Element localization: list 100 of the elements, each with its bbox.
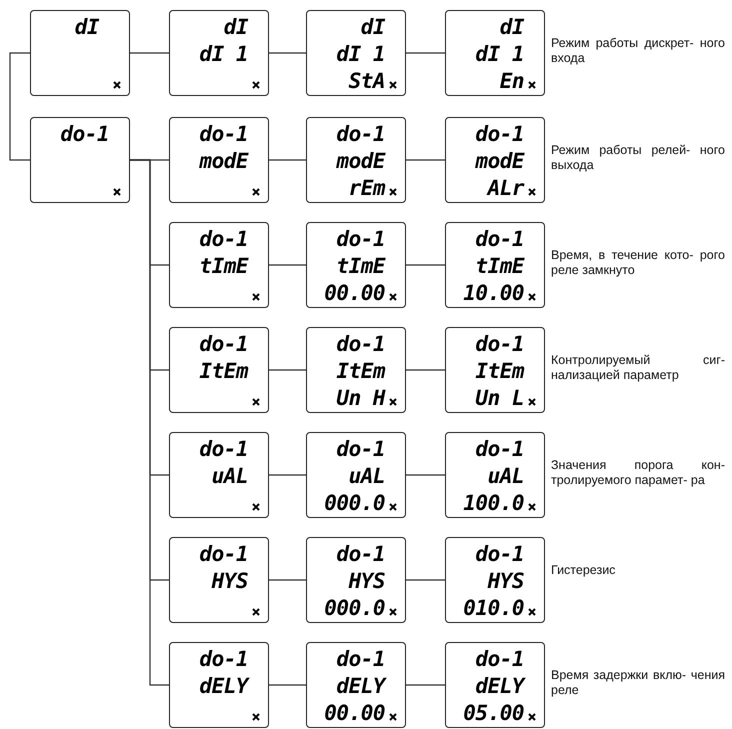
display-readout: tImE	[199, 254, 248, 278]
connector-line	[269, 579, 306, 581]
display-readout: do-1	[475, 332, 524, 356]
display-readout: tImE	[475, 254, 524, 278]
display-screen	[306, 222, 406, 308]
display-readout: do-1	[475, 437, 524, 461]
display-screen	[306, 537, 406, 623]
display-readout: ItEm	[475, 359, 524, 383]
display-readout: do-1	[475, 647, 524, 671]
display-readout: do-1	[475, 542, 524, 566]
display-readout: dI	[74, 15, 99, 39]
display-screen	[445, 10, 545, 96]
display-readout: do-1	[475, 227, 524, 251]
display-readout: dI 1	[475, 42, 524, 66]
display-readout: do-1	[336, 332, 385, 356]
connector-line	[406, 474, 445, 476]
display-readout: dI 1	[336, 42, 385, 66]
display-screen	[306, 327, 406, 413]
display-screen	[169, 432, 269, 518]
display-readout: tImE	[336, 254, 385, 278]
description-text: Режим работы дискрет- ного входа	[551, 36, 725, 66]
display-screen	[30, 10, 130, 96]
display-screen	[306, 432, 406, 518]
display-readout: 00.00	[324, 701, 385, 725]
description-text: Гистерезис	[551, 563, 616, 578]
display-readout: 100.0	[463, 491, 524, 515]
display-readout: 10.00	[463, 281, 524, 305]
display-screen	[169, 537, 269, 623]
display-readout: ItEm	[199, 359, 248, 383]
display-readout: uAL	[348, 464, 385, 488]
connector-line	[406, 159, 445, 161]
display-screen	[169, 10, 269, 96]
display-readout: do-1	[199, 647, 248, 671]
display-readout: Un L	[475, 386, 524, 410]
description-text: Время, в течение кото- рого реле замкнуто	[551, 248, 725, 278]
display-readout: ItEm	[336, 359, 385, 383]
connector-line	[406, 579, 445, 581]
display-readout: 000.0	[324, 491, 385, 515]
connector-line	[269, 684, 306, 686]
display-readout: dI	[360, 15, 385, 39]
display-screen	[306, 10, 406, 96]
connector-line	[406, 369, 445, 371]
description-text: Контролируемый сиг- нализацией параметр	[551, 353, 725, 383]
display-readout: dELY	[336, 674, 385, 698]
connector-line	[269, 264, 306, 266]
display-readout: do-1	[336, 542, 385, 566]
display-readout: do-1	[199, 122, 248, 146]
display-readout: dI	[224, 15, 248, 39]
description-text: Время задержки вклю- чения реле	[551, 668, 725, 698]
display-screen	[445, 432, 545, 518]
display-readout: Un H	[336, 386, 385, 410]
display-screen	[445, 537, 545, 623]
display-readout: HYS	[348, 569, 385, 593]
display-readout: do-1	[336, 227, 385, 251]
display-readout: do-1	[199, 332, 248, 356]
display-readout: 010.0	[463, 596, 524, 620]
display-readout: 00.00	[324, 281, 385, 305]
display-readout: modE	[336, 149, 385, 173]
display-readout: do-1	[199, 437, 248, 461]
display-readout: En	[500, 69, 524, 93]
connector-line	[9, 52, 30, 161]
display-readout: HYS	[212, 569, 248, 593]
display-readout: uAL	[488, 464, 524, 488]
connector-line	[269, 474, 306, 476]
connector-line	[406, 264, 445, 266]
display-readout: StA	[348, 69, 385, 93]
display-readout: dELY	[199, 674, 248, 698]
display-screen	[169, 222, 269, 308]
connector-line	[269, 159, 306, 161]
connector-line	[406, 52, 445, 54]
connector-line	[269, 369, 306, 371]
display-screen	[169, 117, 269, 203]
display-readout: dI 1	[199, 42, 248, 66]
connector-line	[269, 52, 306, 54]
display-screen	[445, 327, 545, 413]
display-screen	[169, 327, 269, 413]
display-screen	[445, 222, 545, 308]
display-screen	[445, 117, 545, 203]
display-readout: do-1	[60, 122, 109, 146]
display-screen	[169, 642, 269, 728]
display-readout: do-1	[199, 227, 248, 251]
display-readout: ALr	[488, 176, 524, 200]
display-readout: HYS	[488, 569, 524, 593]
display-readout: 05.00	[463, 701, 524, 725]
display-readout: do-1	[475, 122, 524, 146]
display-screen	[306, 642, 406, 728]
display-readout: do-1	[336, 647, 385, 671]
display-screen	[30, 117, 130, 203]
display-readout: modE	[475, 149, 524, 173]
description-text: Значения порога кон- тролируемого парамет- ра	[551, 458, 725, 488]
display-readout: dELY	[475, 674, 524, 698]
display-readout: do-1	[199, 542, 248, 566]
description-text: Режим работы релей- ного выхода	[551, 143, 725, 173]
display-readout: uAL	[212, 464, 248, 488]
display-readout: do-1	[336, 437, 385, 461]
connector-line	[130, 159, 169, 686]
display-screen	[445, 642, 545, 728]
display-readout: modE	[199, 149, 248, 173]
display-readout: dI	[500, 15, 524, 39]
display-readout: 000.0	[324, 596, 385, 620]
